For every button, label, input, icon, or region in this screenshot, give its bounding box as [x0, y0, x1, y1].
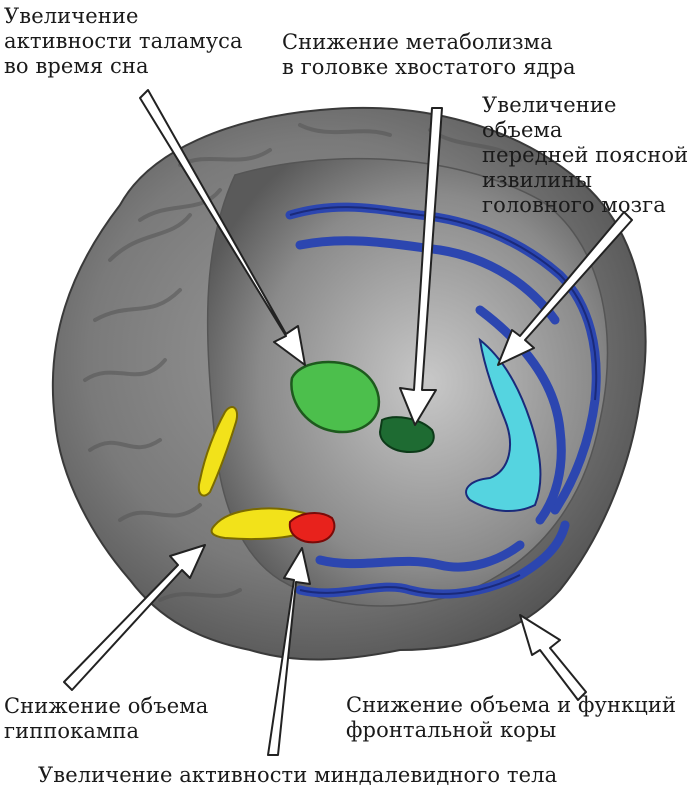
hippocampus-arrow: [63, 544, 206, 691]
cingulate-arrow: [497, 211, 633, 366]
label-caudate: Снижение метаболизма в головке хвостатог…: [282, 30, 576, 79]
amygdala-arrow: [267, 547, 311, 756]
frontal-cortex-inner: [289, 206, 598, 596]
caudate-region: [378, 416, 435, 454]
arrows: [63, 89, 633, 756]
caudate-arrow: [399, 107, 443, 426]
anterior-cingulate-region: [465, 337, 542, 512]
label-thalamus: Увеличение активности таламуса во время …: [4, 4, 243, 78]
label-frontal-cortex: Снижение объема и функций фронтальной ко…: [346, 693, 677, 742]
label-amygdala: Увеличение активности миндалевидного тел…: [38, 763, 558, 787]
frontal-arrow: [519, 614, 587, 701]
label-cingulate: Увеличение объема передней поясной извил…: [482, 93, 689, 217]
amygdala-region: [288, 512, 336, 544]
label-hippocampus: Снижение объема гиппокампа: [4, 694, 209, 743]
thalamus-region: [290, 360, 381, 434]
gyri-texture: [83, 123, 522, 602]
thalamus-arrow: [139, 89, 306, 366]
hippocampus-upper-region: [197, 406, 238, 497]
